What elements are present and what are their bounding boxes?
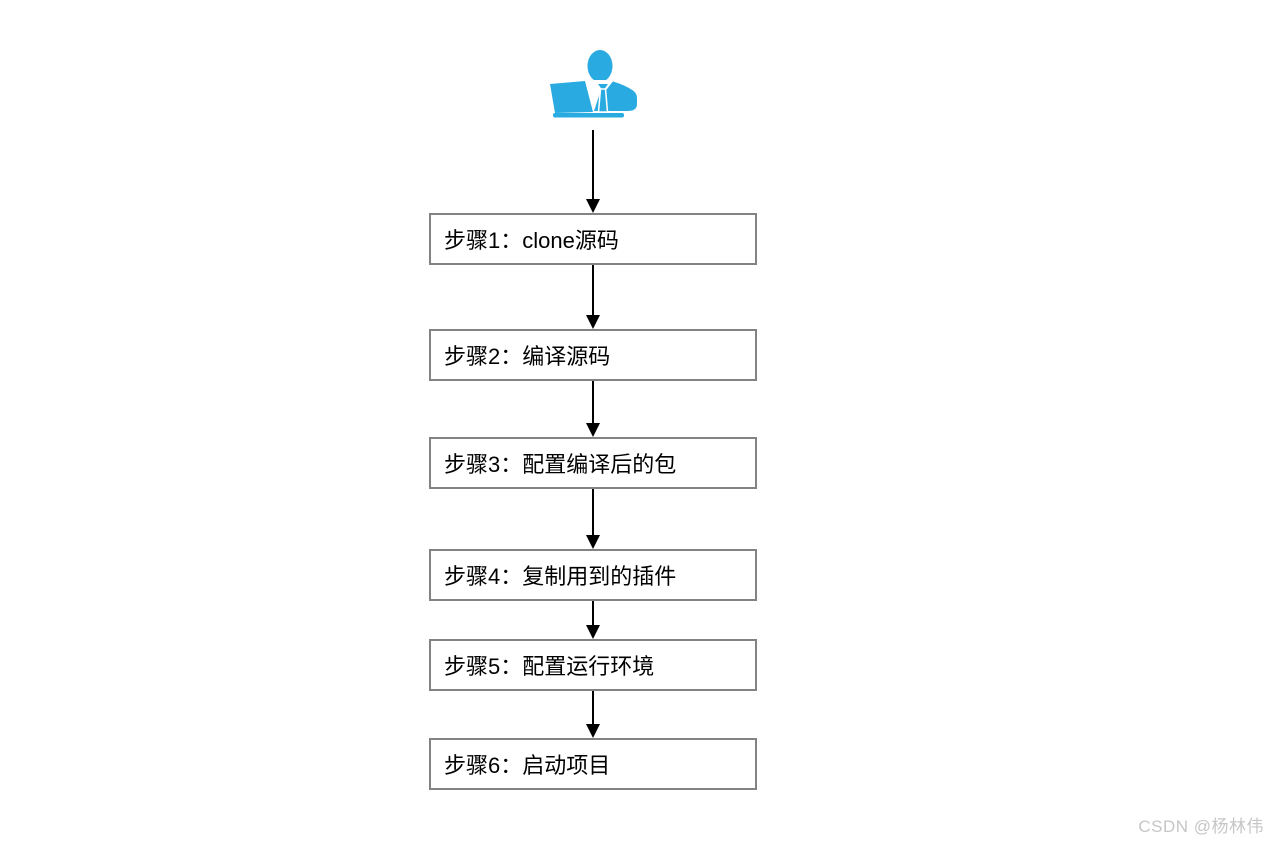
arrow-shaft bbox=[592, 691, 594, 724]
arrow-head-icon bbox=[586, 315, 600, 329]
flowchart: 步骤1：clone源码 步骤2：编译源码 步骤3：配置编译后的包 步骤4：复制用… bbox=[429, 48, 757, 790]
arrow-shaft bbox=[592, 601, 594, 625]
person-at-laptop-icon bbox=[550, 50, 637, 118]
flow-arrow bbox=[586, 265, 600, 329]
step-label: 步骤3：配置编译后的包 bbox=[444, 452, 677, 477]
arrow-head-icon bbox=[586, 535, 600, 549]
flow-arrow bbox=[586, 601, 600, 639]
arrow-head-icon bbox=[586, 423, 600, 437]
step-label: 步骤6：启动项目 bbox=[444, 753, 611, 778]
arrow-head-icon bbox=[586, 724, 600, 738]
step-label: 步骤2：编译源码 bbox=[444, 344, 611, 369]
step-label: 步骤1：clone源码 bbox=[444, 228, 619, 253]
step-box-1: 步骤1：clone源码 bbox=[429, 213, 757, 265]
arrow-shaft bbox=[592, 265, 594, 315]
step-box-3: 步骤3：配置编译后的包 bbox=[429, 437, 757, 489]
step-label: 步骤4：复制用到的插件 bbox=[444, 564, 677, 589]
arrow-head-icon bbox=[586, 625, 600, 639]
flow-arrow bbox=[586, 130, 600, 213]
flow-arrow bbox=[586, 381, 600, 437]
step-box-2: 步骤2：编译源码 bbox=[429, 329, 757, 381]
step-label: 步骤5：配置运行环境 bbox=[444, 654, 655, 679]
arrow-shaft bbox=[592, 130, 594, 199]
step-box-5: 步骤5：配置运行环境 bbox=[429, 639, 757, 691]
arrow-head-icon bbox=[586, 199, 600, 213]
flow-arrow bbox=[586, 489, 600, 549]
step-box-4: 步骤4：复制用到的插件 bbox=[429, 549, 757, 601]
arrow-shaft bbox=[592, 489, 594, 535]
arrow-shaft bbox=[592, 381, 594, 423]
step-box-6: 步骤6：启动项目 bbox=[429, 738, 757, 790]
watermark: CSDN @杨林伟 bbox=[1138, 817, 1264, 836]
flow-arrow bbox=[586, 691, 600, 738]
person-at-laptop-icon bbox=[548, 48, 638, 118]
